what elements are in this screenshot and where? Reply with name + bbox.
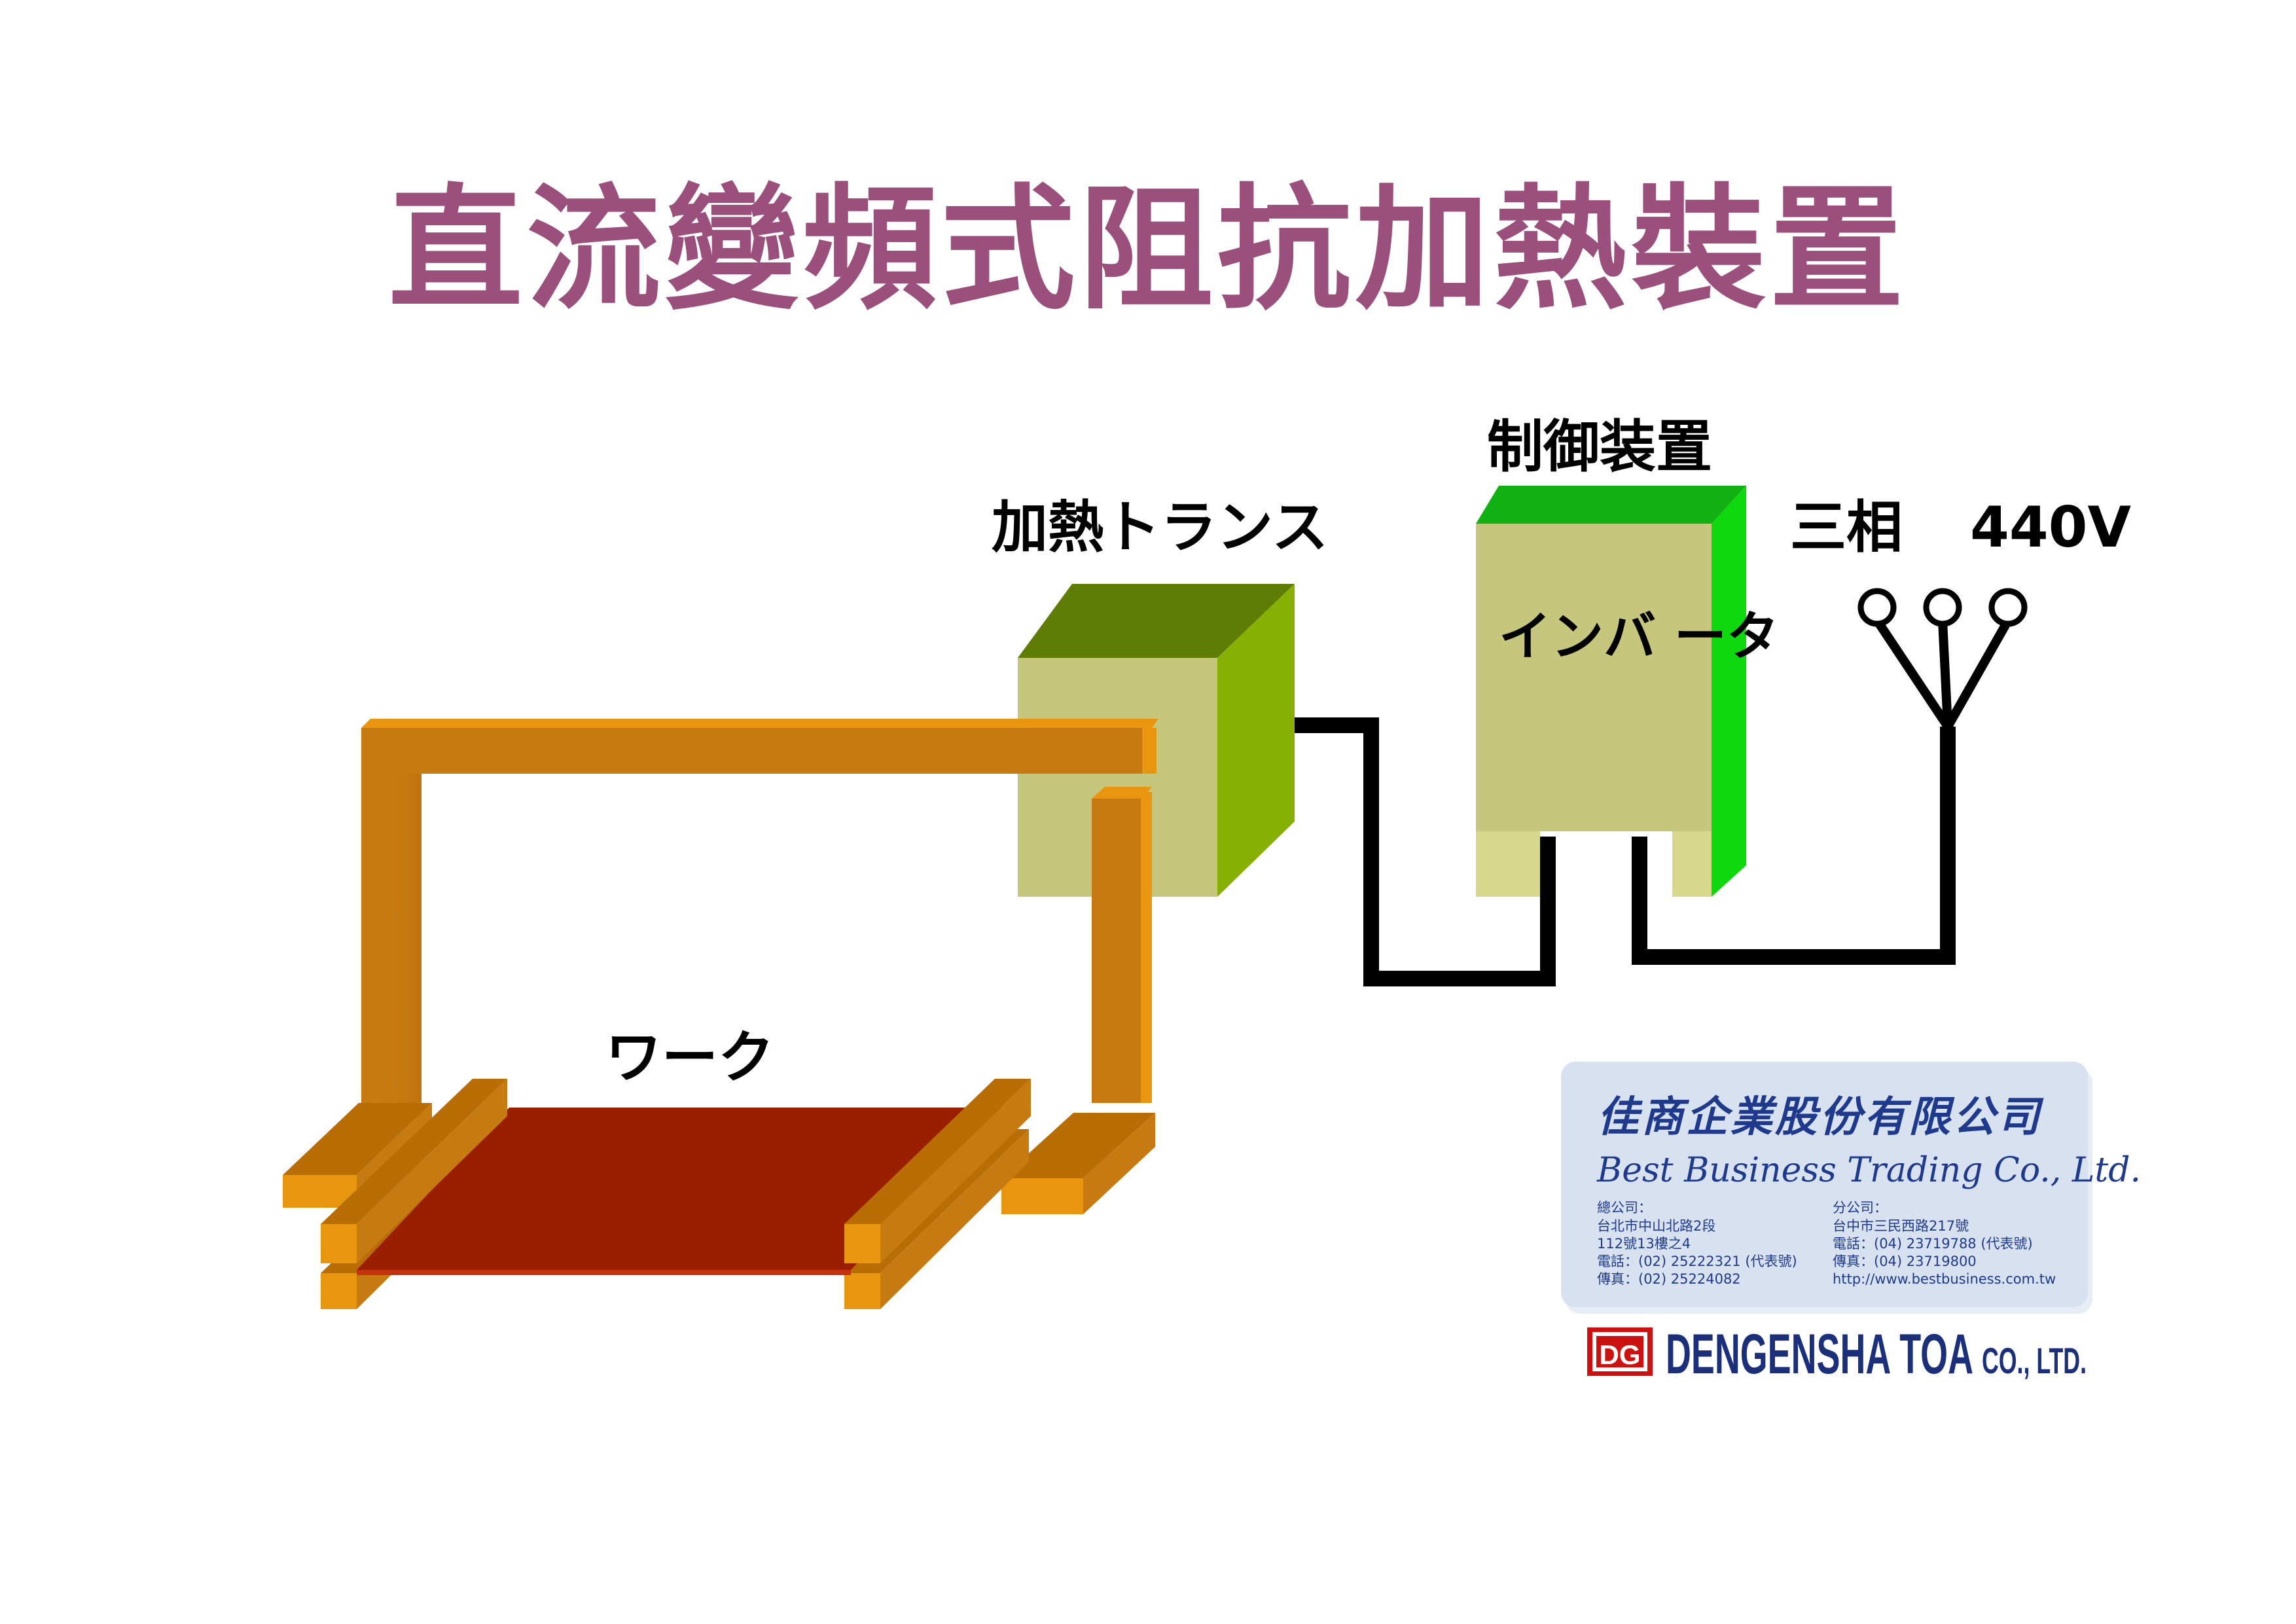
clamp-right-block-side [1083,1113,1155,1214]
controller-side-face [1712,486,1746,897]
label-work: ワーク [605,1025,774,1091]
dg-logo-border [1592,1332,1647,1371]
clamp-left-block-front [283,1175,357,1208]
busbar-left-shade [361,728,422,1117]
cable-inverter-to-power [1632,727,1956,965]
controller-left-foot [1476,831,1540,897]
label-controller: 制御装置 [1487,414,1712,480]
work-assembly [283,1079,1155,1309]
busbar-top-horizontal [361,728,1152,774]
hq-phone: 電話：(02) 25222321 (代表號) [1597,1254,1797,1269]
terminal-circle-icon [1988,588,2028,627]
brand-name: DENGENSHA TOA [1666,1323,1973,1386]
company-card: 佳商企業股份有限公司 Best Business Trading Co., Lt… [1561,1062,2141,1314]
busbar-frame [361,719,1158,1117]
controller-right-foot [1672,831,1712,897]
rail-right-upper-side [880,1079,1031,1263]
hq-address2: 112號13樓之4 [1597,1236,1691,1252]
transformer-top-face [1018,584,1295,658]
power-wire-right [1943,618,2013,729]
busbar-top-end [1142,728,1157,774]
rail-right-upper-front [844,1224,880,1263]
dg-logo-text: DG [1600,1339,1641,1370]
company-card-bg [1561,1062,2088,1307]
rail-left-lower-front [321,1273,357,1309]
work-plate-edge [357,1270,851,1275]
rail-left-upper-side [357,1079,507,1263]
hq-label: 總公司： [1597,1200,1652,1216]
company-website: http://www.bestbusiness.com.tw [1833,1271,2056,1287]
branch-label: 分公司： [1833,1200,1888,1216]
controller-top-face [1476,486,1746,524]
clamp-left-block-top [283,1103,432,1175]
control-unit [1476,486,1746,897]
terminal-circle-icon [1923,588,1962,627]
rail-right-lower-side [880,1129,1029,1309]
label-inverter: インバ ータ [1499,606,1779,667]
hq-address: 台北市中山北路2段 [1597,1218,1715,1234]
clamp-right-block-top [1001,1113,1155,1178]
branch-phone: 電話：(04) 23719788 (代表號) [1833,1236,2033,1252]
rail-left-upper-top [321,1079,507,1224]
brand-suffix: CO., LTD. [1982,1340,2087,1381]
busbar-right-edge [1141,792,1152,1103]
rail-right-lower-front [844,1273,880,1309]
busbar-right-vertical [1092,799,1141,1103]
slide-title: 直流變頻式阻抗加熱裝置 [389,172,1908,328]
label-transformer: 加熱トランス [992,495,1328,560]
rail-left-upper-front [321,1224,357,1263]
company-name-zh: 佳商企業股份有限公司 [1597,1092,2044,1142]
branch-fax: 傳真：(04) 23719800 [1833,1254,1977,1269]
company-name-en: Best Business Trading Co., Ltd. [1596,1151,2141,1190]
clamp-right-block-front [1001,1178,1083,1214]
busbar-right-top-face [1092,787,1152,799]
label-power: 三相 [1790,495,1903,560]
terminal-circle-icon [1857,588,1897,627]
busbar-top-face [361,719,1158,728]
cables [1295,618,2013,986]
power-wire-left [1873,618,1952,729]
brand-logo: DG DENGENSHA TOA CO., LTD. [1587,1323,2087,1386]
cable-transformer-to-inverter [1295,717,1556,986]
rail-right-upper-top [844,1079,1031,1224]
hq-fax: 傳真：(02) 25224082 [1597,1271,1741,1287]
power-terminals [1857,588,2028,627]
power-wire-center [1938,620,1952,727]
label-voltage: 440V [1970,495,2132,560]
controller-front-face [1476,524,1712,831]
transformer-side-face [1217,584,1295,897]
branch-address: 台中市三民西路217號 [1833,1218,1969,1234]
